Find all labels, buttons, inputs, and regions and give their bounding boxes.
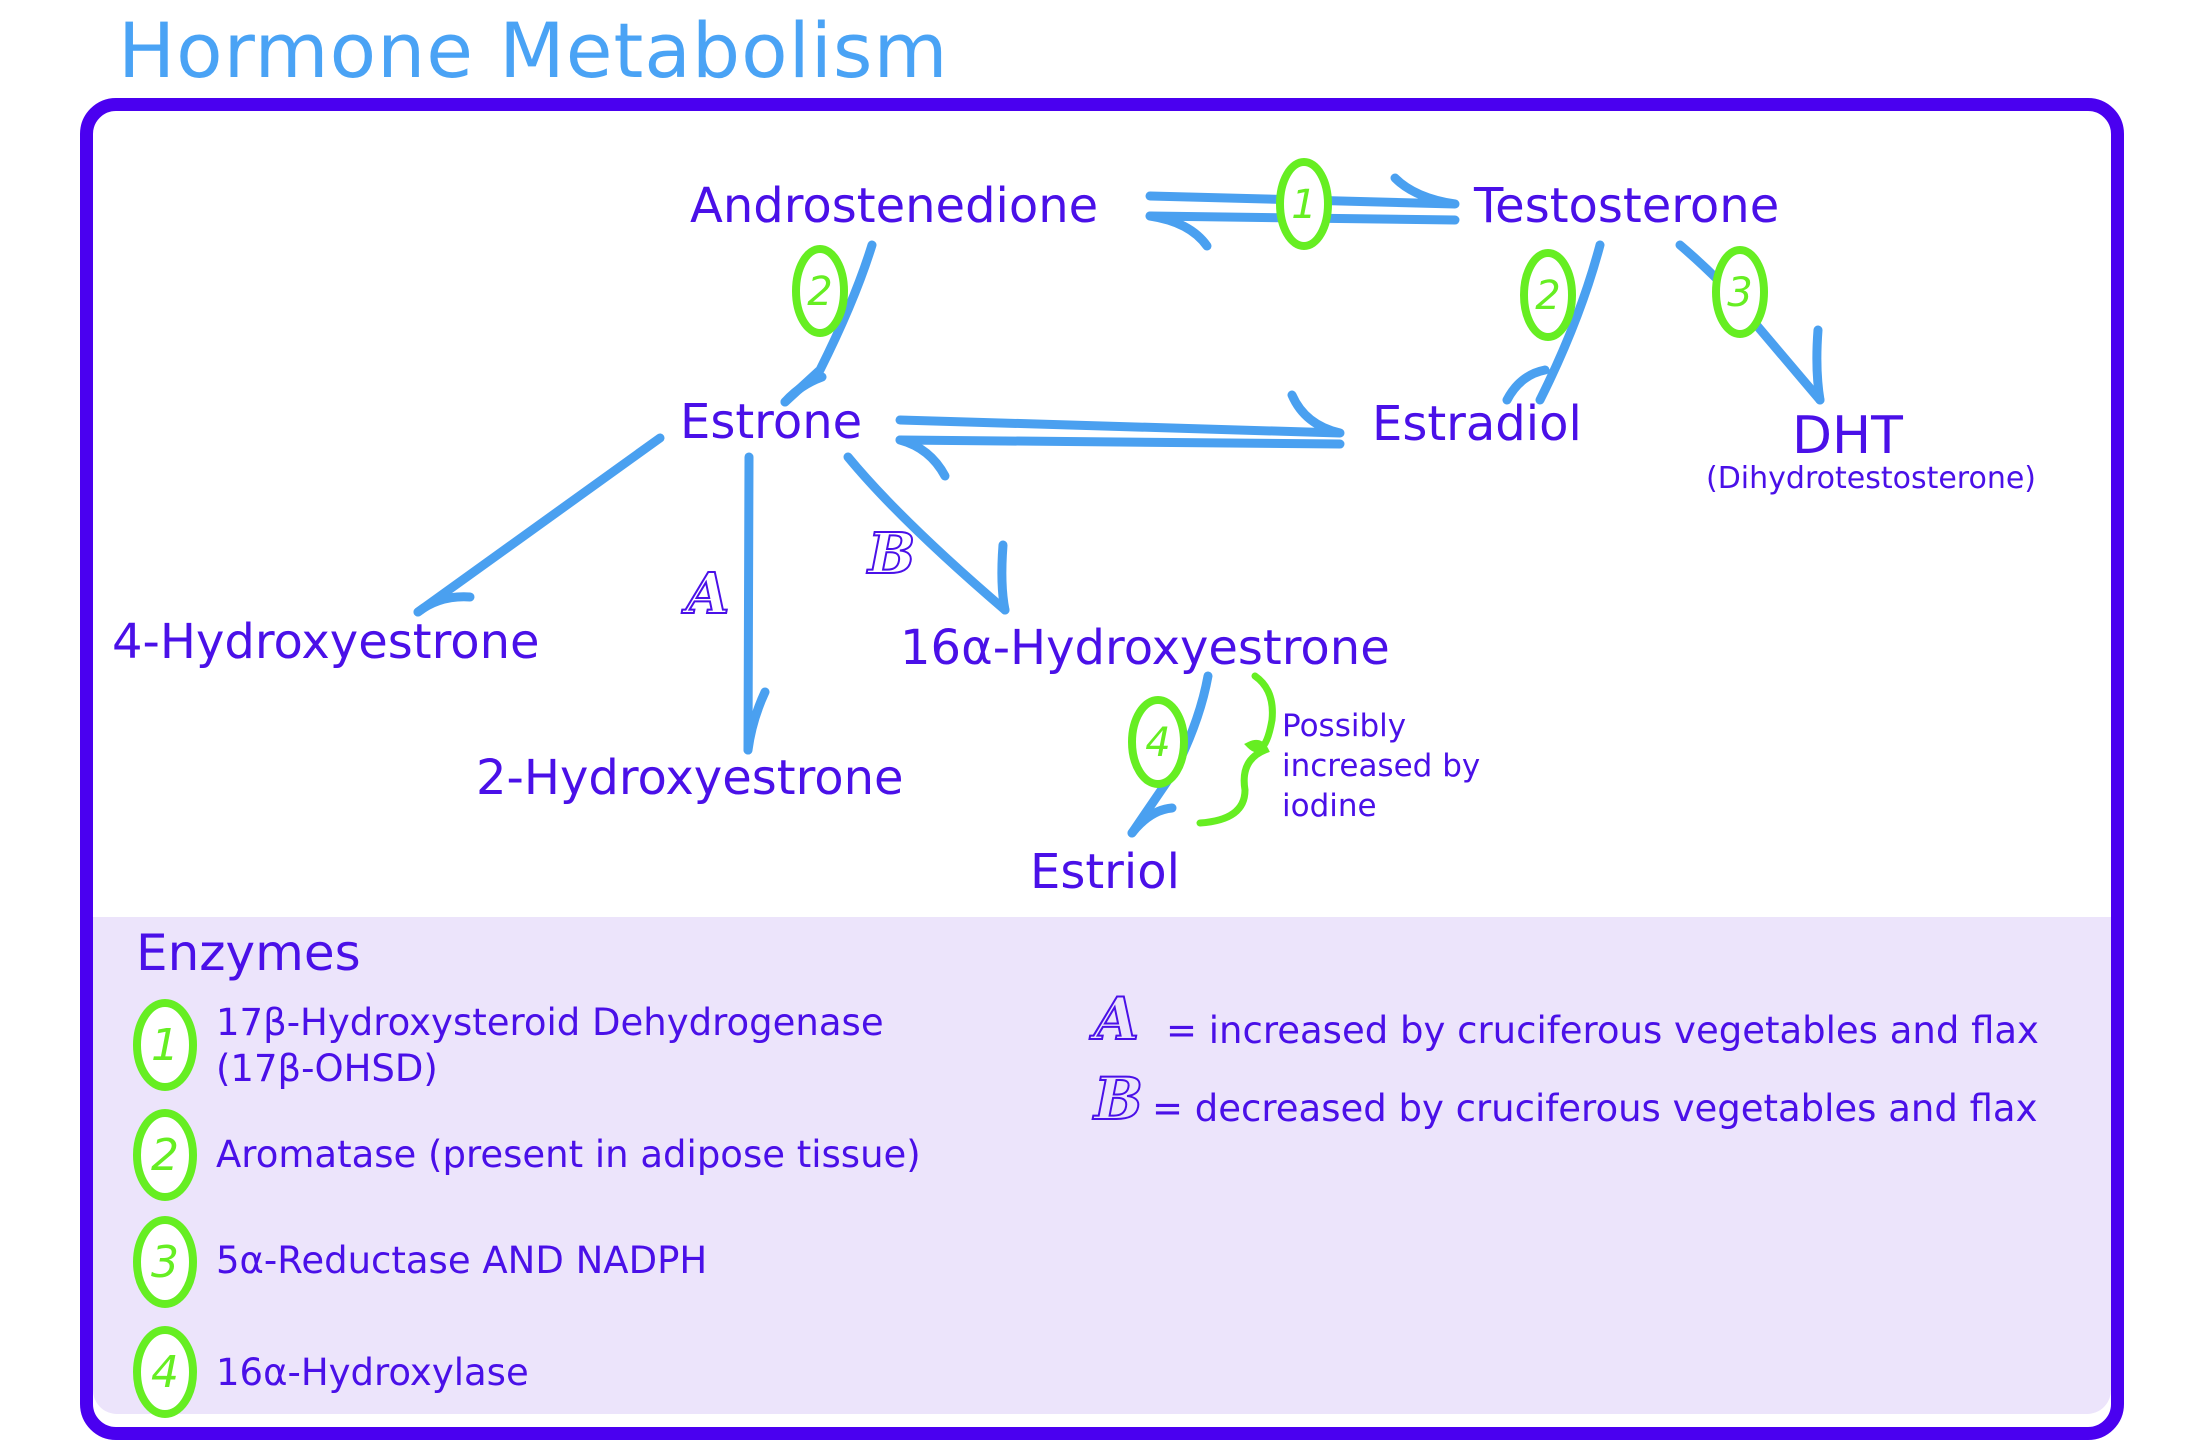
node-dht: DHT	[1792, 406, 1903, 466]
node-2-hydroxyestrone: 2-Hydroxyestrone	[476, 750, 904, 806]
legend-badge-2	[133, 1109, 197, 1201]
enzyme-badge-2b-number: 2	[1535, 273, 1560, 319]
node-testosterone: Testosterone	[1474, 178, 1780, 234]
page-title: Hormone Metabolism	[118, 6, 949, 95]
arrow-testosterone-estradiol	[1502, 240, 1605, 405]
enzyme-badge-1-number: 1	[1291, 182, 1316, 228]
legend-badge-4	[133, 1326, 197, 1418]
enzyme-badge-2a-number: 2	[807, 269, 832, 315]
legend-heading: Enzymes	[136, 924, 361, 982]
enzyme-badge-4-number: 4	[1145, 720, 1170, 766]
enzyme-badge-3-number: 3	[1727, 270, 1752, 316]
pathway-marker-a: A	[685, 561, 730, 627]
arrow-estrone-estradiol	[895, 390, 1345, 481]
pathway-marker-b: B	[867, 521, 916, 587]
legend-enzyme-2: Aromatase (present in adipose tissue)	[216, 1133, 921, 1176]
legend-panel	[93, 917, 2111, 1414]
enzyme-badge-2-androstenedione	[792, 245, 848, 337]
node-androstenedione: Androstenedione	[690, 178, 1099, 234]
iodine-brace	[1196, 672, 1276, 827]
legend-badge-2-number: 2	[151, 1130, 179, 1181]
legend-enzyme-3: 5α-Reductase AND NADPH	[216, 1239, 708, 1282]
legend-badge-3	[133, 1216, 197, 1308]
legend-badge-4-number: 4	[151, 1347, 179, 1398]
legend-marker-b-letter: B	[1093, 1065, 1144, 1133]
enzyme-badge-3	[1712, 246, 1768, 338]
legend-marker-a-label: = increased by cruciferous vegetables an…	[1166, 1009, 2039, 1052]
arrow-estrone-4-hydroxyestrone	[413, 433, 665, 617]
legend-badge-1	[133, 999, 197, 1091]
arrow-androstenedione-estrone	[780, 240, 877, 407]
node-estrone: Estrone	[680, 394, 863, 450]
enzyme-badge-2-testosterone	[1520, 249, 1576, 341]
node-dht-full-name: (Dihydrotestosterone)	[1706, 461, 2036, 496]
enzyme-badge-4	[1128, 696, 1188, 788]
arrow-estrone-16a-hydroxyestrone	[843, 452, 1010, 615]
node-16a-hydroxyestrone: 16α-Hydroxyestrone	[900, 620, 1390, 676]
enzyme-badge-1	[1276, 158, 1332, 250]
arrow-estrone-2-hydroxyestrone	[743, 452, 770, 755]
legend-enzyme-4: 16α-Hydroxylase	[216, 1351, 529, 1394]
legend-marker-a-letter: A	[1093, 985, 1140, 1053]
iodine-note: Possibly increased by iodine	[1282, 708, 1481, 824]
node-estradiol: Estradiol	[1372, 396, 1582, 452]
legend-badge-1-number: 1	[151, 1020, 179, 1071]
diagram-frame	[80, 98, 2124, 1440]
node-4-hydroxyestrone: 4-Hydroxyestrone	[112, 614, 540, 670]
node-estriol: Estriol	[1030, 844, 1180, 900]
legend-enzyme-1: 17β-Hydroxysteroid Dehydrogenase (17β-OH…	[216, 1001, 884, 1090]
legend-marker-b-label: = decreased by cruciferous vegetables an…	[1152, 1087, 2038, 1130]
legend-badge-3-number: 3	[151, 1237, 179, 1288]
